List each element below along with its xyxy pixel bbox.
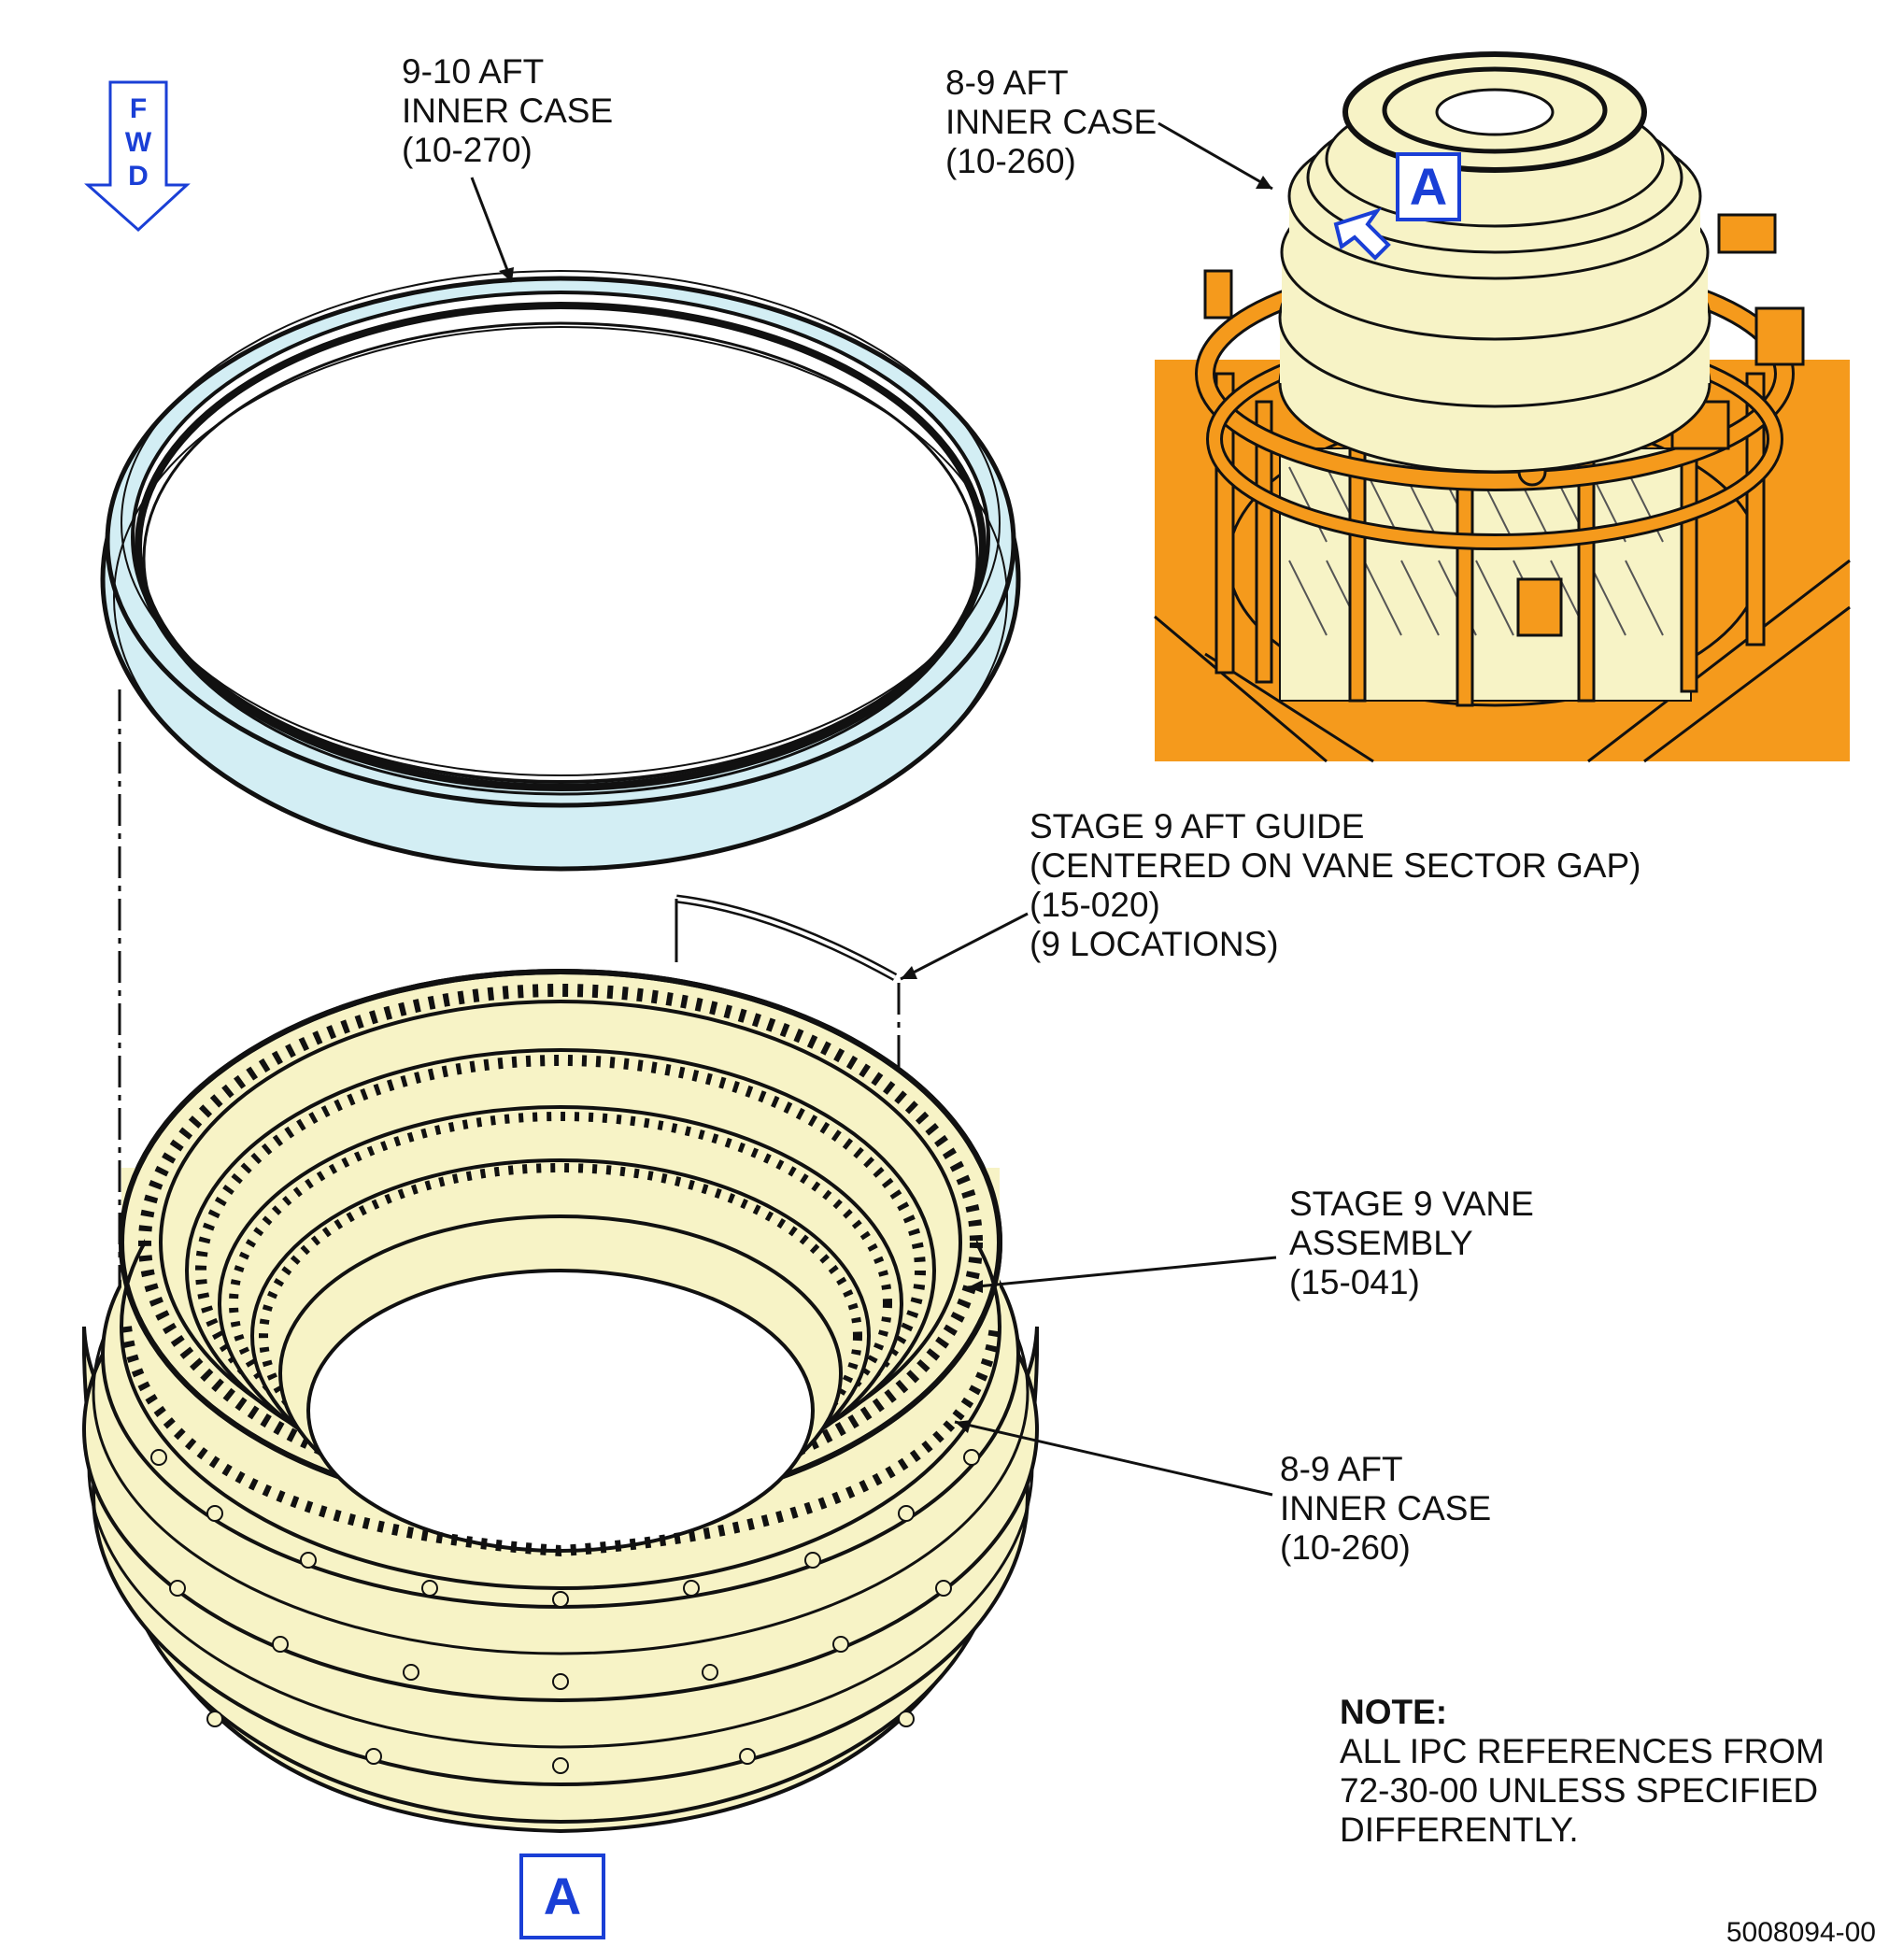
- vane-case-assembly: [82, 969, 1039, 1834]
- callout-vane: STAGE 9 VANE ASSEMBLY (15-041): [1289, 1185, 1534, 1302]
- view-a-arrow-icon: [1333, 207, 1391, 261]
- note-title: NOTE:: [1340, 1693, 1448, 1731]
- callout-line: 9-10 AFT: [402, 52, 545, 91]
- callout-line: (10-260): [945, 142, 1076, 180]
- callout-line: STAGE 9 AFT GUIDE: [1030, 807, 1365, 845]
- callout-line: ASSEMBLY: [1289, 1224, 1473, 1262]
- callout-line: 8-9 AFT: [945, 64, 1069, 102]
- callout-line: (10-270): [402, 131, 533, 169]
- callout-line: (10-260): [1280, 1528, 1411, 1567]
- outer-ring: [100, 270, 1021, 872]
- note-line: DIFFERENTLY.: [1340, 1811, 1579, 1849]
- callout-line: (15-041): [1289, 1263, 1420, 1301]
- callout-lower-case: 8-9 AFT INNER CASE (10-260): [1280, 1450, 1491, 1568]
- callout-line: INNER CASE: [1280, 1489, 1492, 1527]
- drawing-number: 5008094-00: [1726, 1917, 1876, 1948]
- note-line: 72-30-00 UNLESS SPECIFIED: [1340, 1771, 1819, 1810]
- callout-line: (15-020): [1030, 886, 1160, 924]
- view-marker-detail: A: [1396, 152, 1461, 221]
- fwd-arrow-icon: [84, 80, 191, 233]
- fwd-letter-f: F: [129, 93, 148, 124]
- callout-line: (CENTERED ON VANE SECTOR GAP): [1030, 846, 1641, 885]
- callout-line: 8-9 AFT: [1280, 1450, 1403, 1488]
- callout-line: STAGE 9 VANE: [1289, 1185, 1534, 1223]
- note-block: NOTE: ALL IPC REFERENCES FROM 72-30-00 U…: [1340, 1693, 1825, 1850]
- fwd-letter-w: W: [124, 127, 152, 158]
- note-line: ALL IPC REFERENCES FROM: [1340, 1732, 1825, 1770]
- callout-guide: STAGE 9 AFT GUIDE (CENTERED ON VANE SECT…: [1030, 807, 1640, 964]
- fwd-letter-d: D: [128, 161, 149, 192]
- callout-detail-case: 8-9 AFT INNER CASE (10-260): [945, 64, 1157, 181]
- detail-view-a: [1154, 51, 1851, 763]
- view-marker-main: A: [519, 1853, 605, 1939]
- stage9-guide: [675, 894, 898, 981]
- callout-outer-ring: 9-10 AFT INNER CASE (10-270): [402, 52, 613, 170]
- callout-line: (9 LOCATIONS): [1030, 925, 1279, 963]
- callout-line: INNER CASE: [945, 103, 1158, 141]
- callout-line: INNER CASE: [402, 92, 614, 130]
